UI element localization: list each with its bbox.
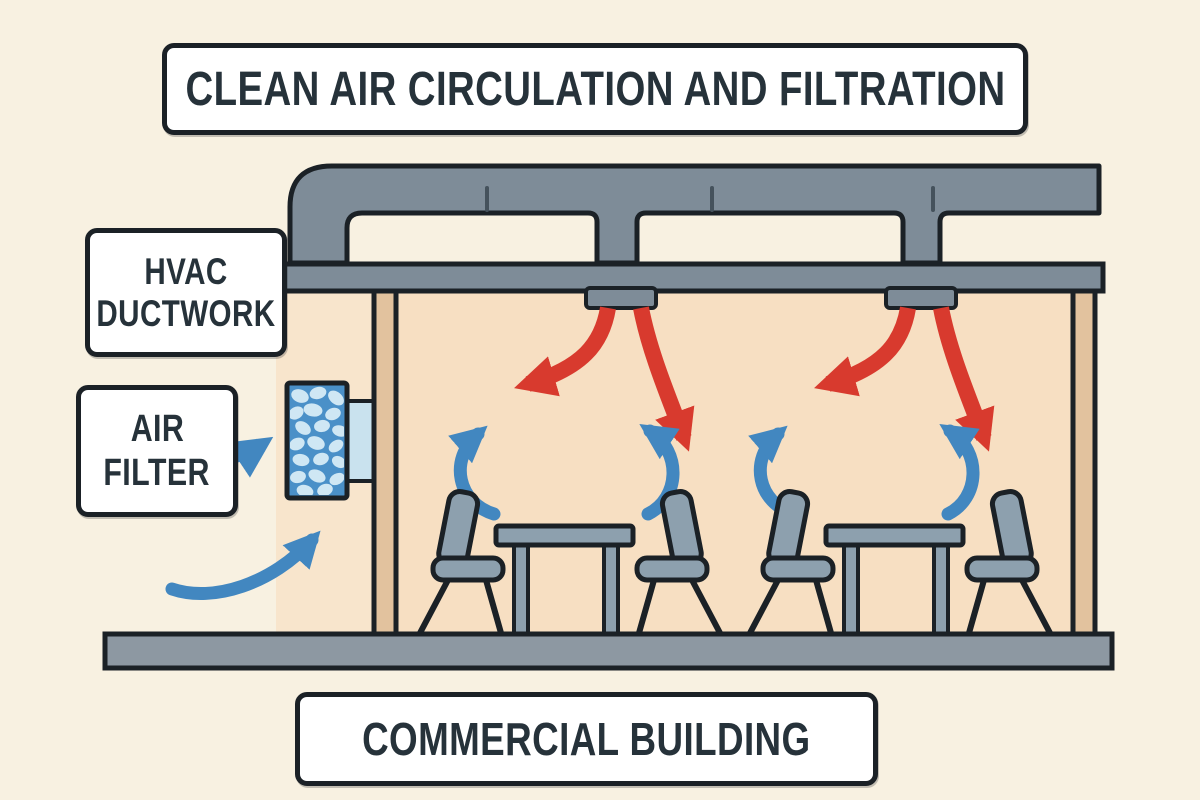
hvac-duct (287, 163, 1102, 266)
right-wall (1070, 288, 1098, 637)
hvac-ductwork-label: HVAC DUCTWORK (85, 228, 287, 357)
duct-seams (485, 186, 935, 212)
fresh-air-intake-arrow (165, 530, 321, 601)
room-interior (396, 291, 1073, 634)
commercial-building-label: COMMERCIAL BUILDING (295, 692, 878, 786)
air-filter-unit (284, 380, 350, 501)
interior-wall (371, 288, 399, 637)
ceiling (275, 261, 1106, 294)
title-label: CLEAN AIR CIRCULATION AND FILTRATION (162, 43, 1028, 135)
air-filter-label-line1: AIR (130, 408, 184, 450)
air-filter-label: AIR FILTER (76, 385, 238, 517)
hvac-label-line2: DUCTWORK (96, 292, 276, 334)
title-text: CLEAN AIR CIRCULATION AND FILTRATION (185, 62, 1005, 116)
hvac-label-line1: HVAC (144, 250, 228, 292)
floor (102, 631, 1115, 671)
air-filter-label-line2: FILTER (103, 452, 211, 494)
filter-media (290, 386, 344, 495)
building-label-text: COMMERCIAL BUILDING (362, 713, 811, 765)
